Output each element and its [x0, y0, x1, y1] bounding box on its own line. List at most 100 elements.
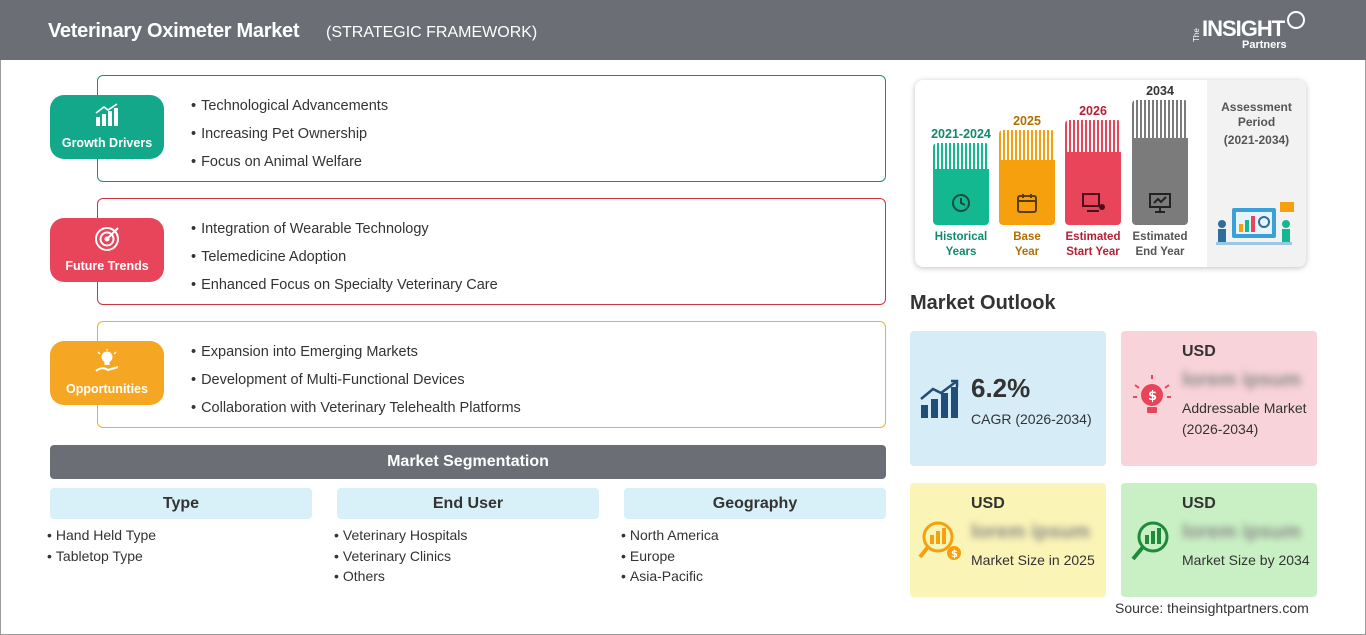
addressable-label: Addressable Market (2026-2034) — [1182, 400, 1307, 437]
monitor-icon — [1149, 193, 1171, 213]
insight-partners-logo: The INSIGHT Partners — [1192, 10, 1312, 54]
assessment-title-line1: Assessment — [1221, 100, 1292, 114]
logo-magnifier-icon — [1287, 11, 1305, 29]
list-item: Integration of Wearable Technology — [191, 215, 498, 243]
bar-chart-up-icon — [95, 103, 118, 126]
size-2025-label: Market Size in 2025 — [971, 552, 1095, 568]
opportunities-badge: Opportunities — [50, 341, 164, 405]
chart-search-icon — [1131, 521, 1169, 561]
badge-label: Growth Drivers — [61, 136, 153, 150]
list-item: Veterinary Clinics — [334, 546, 467, 567]
presentation-icon — [1082, 193, 1105, 212]
assessment-title: Assessment Period — [1207, 100, 1306, 129]
assessment-period: Assessment Period (2021-2034) — [1207, 80, 1306, 267]
list-item: Focus on Animal Welfare — [191, 148, 388, 176]
cagr-value: 6.2% — [971, 373, 1031, 403]
future-trends-badge: Future Trends — [50, 218, 164, 282]
assessment-title-line2: Period — [1237, 114, 1276, 129]
timeline-column-end — [1132, 100, 1188, 225]
growth-chart-icon — [920, 379, 959, 418]
logo-insight: INSIGHT — [1202, 16, 1285, 41]
caption-line: Historical — [934, 231, 988, 243]
size-2034-value: lorem ipsum — [1182, 521, 1301, 543]
growth-drivers-card: Technological Advancements Increasing Pe… — [97, 75, 886, 182]
list-item: Asia-Pacific — [621, 566, 719, 587]
segment-list-type: Hand Held Type Tabletop Type — [47, 525, 156, 566]
segment-head-type: Type — [50, 488, 312, 519]
list-item: Tabletop Type — [47, 546, 156, 567]
timeline-year-end: 2034 — [1146, 84, 1174, 98]
size-2034-currency: USD — [1182, 495, 1216, 512]
page-subtitle: (STRATEGIC FRAMEWORK) — [326, 24, 538, 41]
timeline-column-start — [1065, 120, 1121, 225]
addressable-market-tile: $ USD lorem ipsum Addressable Market (20… — [1121, 331, 1317, 466]
list-item: Expansion into Emerging Markets — [191, 338, 521, 366]
assessment-period-range: (2021-2034) — [1223, 133, 1290, 147]
future-trends-card: Integration of Wearable Technology Telem… — [97, 198, 886, 305]
badge-label: Future Trends — [65, 259, 149, 273]
size-2025-currency: USD — [971, 495, 1005, 512]
addressable-currency: USD — [1182, 343, 1216, 360]
logo-partners: Partners — [1242, 39, 1287, 51]
history-icon — [952, 194, 970, 212]
money-bulb-icon: $ — [1133, 375, 1171, 413]
money-search-icon: $ — [918, 521, 961, 560]
badge-label: Opportunities — [66, 382, 148, 396]
svg-text:$: $ — [1148, 389, 1157, 404]
timeline-year-base: 2025 — [1013, 114, 1041, 128]
caption-line: Estimated — [1065, 231, 1121, 243]
market-size-2034-tile: USD lorem ipsum Market Size by 2034 — [1121, 483, 1317, 597]
lightbulb-hand-icon — [95, 349, 119, 372]
analytics-people-icon — [1216, 202, 1294, 245]
size-2034-label: Market Size by 2034 — [1182, 552, 1310, 568]
segment-list-end-user: Veterinary Hospitals Veterinary Clinics … — [334, 525, 468, 587]
addressable-value: lorem ipsum — [1182, 369, 1301, 391]
list-item: Europe — [621, 546, 719, 567]
size-2025-value: lorem ipsum — [971, 521, 1090, 543]
timeline-year-start: 2026 — [1079, 104, 1107, 118]
caption-line: Years — [945, 245, 977, 258]
segment-head-geography: Geography — [624, 488, 886, 519]
list-item: Collaboration with Veterinary Telehealth… — [191, 394, 521, 422]
caption-line: Estimated — [1132, 231, 1188, 243]
list-item: Enhanced Focus on Specialty Veterinary C… — [191, 271, 498, 299]
list-item: North America — [621, 525, 719, 546]
logo-the: The — [1192, 28, 1201, 42]
segment-head-end-user: End User — [337, 488, 599, 519]
segment-list-geography: North America Europe Asia-Pacific — [621, 525, 719, 587]
cagr-tile: 6.2% CAGR (2026-2034) — [910, 331, 1106, 466]
list-item: Hand Held Type — [47, 525, 156, 546]
column-stripes — [933, 143, 989, 169]
column-fill — [933, 169, 989, 225]
column-stripes — [1065, 120, 1121, 152]
page-title: Veterinary Oximeter Market — [48, 20, 300, 42]
caption-line: Start Year — [1066, 245, 1120, 258]
list-item: Development of Multi-Functional Devices — [191, 366, 521, 394]
column-fill — [1065, 152, 1121, 225]
caption-line: Base — [1013, 231, 1041, 243]
segmentation-title: Market Segmentation — [50, 445, 886, 479]
growth-drivers-badge: Growth Drivers — [50, 95, 164, 159]
svg-text:$: $ — [951, 549, 958, 560]
list-item: Others — [334, 566, 467, 587]
timeline-year-historical: 2021-2024 — [924, 127, 998, 141]
opportunities-card: Expansion into Emerging Markets Developm… — [97, 321, 886, 428]
caption-line: Year — [1014, 245, 1040, 258]
target-icon — [95, 227, 119, 251]
cagr-label: CAGR (2026-2034) — [971, 411, 1092, 427]
calendar-icon — [1017, 194, 1037, 213]
column-stripes — [999, 130, 1055, 160]
column-fill — [999, 160, 1055, 225]
timeline-column-base — [999, 130, 1055, 225]
list-item: Veterinary Hospitals — [334, 525, 468, 546]
list-item: Telemedicine Adoption — [191, 243, 498, 271]
list-item: Increasing Pet Ownership — [191, 120, 388, 148]
timeline-column-historical — [933, 143, 989, 225]
caption-line: End Year — [1135, 245, 1185, 258]
list-item: Technological Advancements — [191, 92, 388, 120]
market-outlook-title: Market Outlook — [910, 292, 1056, 314]
market-size-2025-tile: $ USD lorem ipsum Market Size in 2025 — [910, 483, 1106, 597]
